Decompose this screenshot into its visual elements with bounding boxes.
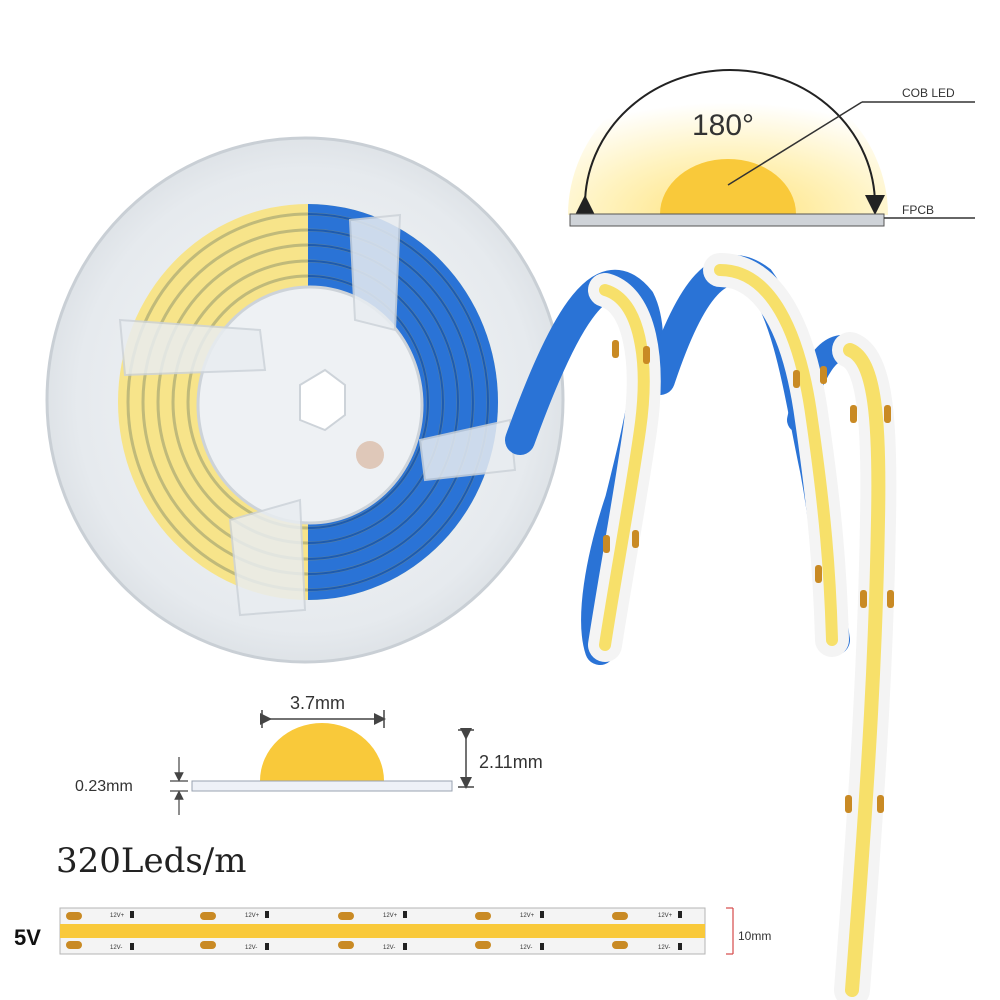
resistor-chip [678,911,682,918]
resistor-chip [540,943,544,950]
polarity-marking: 12V+ [245,913,260,919]
strip-width-label: 10mm [738,929,771,943]
voltage-label: 5V [14,925,41,950]
resistor-chip [265,911,269,918]
beam-angle-label: 180° [692,109,754,142]
flat-strip: 5V 12V+12V-12V+12V-12V+12V-12V+12V-12V+1… [14,907,771,955]
glow-area [568,65,888,215]
loose-strip [505,253,897,1000]
cob-led-label: COB LED [902,86,955,100]
led-leader-line [727,101,863,186]
beam-angle-diagram: 180° COB LED FPCB [568,65,975,227]
solder-pad [338,912,354,920]
reel-center-hole [299,368,346,432]
cross-section-diagram: 3.7mm 2.11mm 0.23mm [75,693,543,815]
polarity-marking: 12V- [245,945,257,951]
thickness-dimension-label: 0.23mm [75,778,133,795]
reel [45,136,565,664]
resistor-chip [265,943,269,950]
polarity-marking: 12V+ [110,913,125,919]
cross-section-base [191,780,453,792]
angle-arc [574,69,885,216]
fpcb-bar [569,213,885,227]
strip-led-line [60,924,705,938]
polarity-marking: 12V- [383,945,395,951]
resistor-chip [130,911,134,918]
resistor-chip [403,911,407,918]
solder-pad [338,941,354,949]
solder-pad [66,912,82,920]
solder-pad [475,912,491,920]
reel-small-hole [356,441,384,469]
resistor-chip [403,943,407,950]
resistor-chip [540,911,544,918]
fpcb-label: FPCB [902,203,934,217]
solder-pad [612,941,628,949]
height-dimension-label: 2.11mm [479,752,543,772]
polarity-marking: 12V+ [383,913,398,919]
solder-pad [200,941,216,949]
cross-section-dome [260,723,384,781]
solder-pad [612,912,628,920]
polarity-marking: 12V- [520,945,532,951]
solder-pad [66,941,82,949]
width-dimension-label: 3.7mm [290,693,345,713]
solder-pad [475,941,491,949]
polarity-marking: 12V+ [520,913,535,919]
resistor-chip [678,943,682,950]
polarity-marking: 12V+ [658,913,673,919]
resistor-chip [130,943,134,950]
solder-pad [200,912,216,920]
polarity-marking: 12V- [110,945,122,951]
led-density-label: 320Leds/m [56,841,247,881]
polarity-marking: 12V- [658,945,670,951]
strip-pads: 12V+ 12V- 12V+ 12V- 12V+ 12V- 12V+ 12V- 12V+ 12V- [66,911,682,951]
reel-spokes [118,213,517,617]
cob-led-dome [660,159,796,214]
